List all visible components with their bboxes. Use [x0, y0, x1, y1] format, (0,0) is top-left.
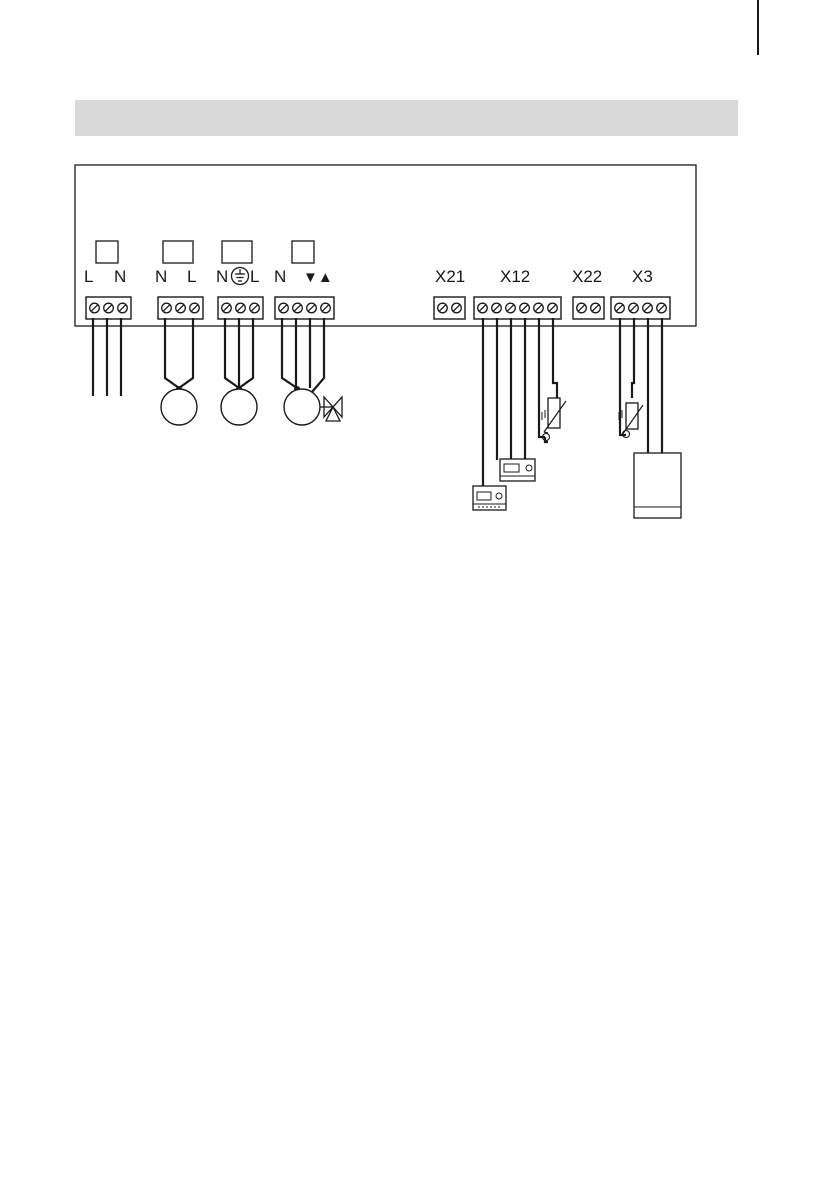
x12-label: X12 [500, 267, 530, 286]
x12-sensor-return-wire [545, 437, 548, 442]
outdoor-device-box [634, 453, 681, 518]
pump2-n-label: N [216, 267, 228, 286]
x3-label: X3 [632, 267, 653, 286]
pump1-l-label: L [187, 267, 196, 286]
terminal-block-x22 [573, 297, 604, 319]
mains-supply-wires [93, 318, 121, 396]
x3-wires [620, 318, 662, 453]
temperature-sensor-icon-x3 [619, 403, 643, 438]
terminal-block-x21 [434, 297, 465, 319]
pump-2-symbol [221, 389, 257, 425]
terminal-block-x12 [474, 297, 561, 319]
room-control-unit-2 [500, 459, 535, 481]
terminal-block-pump-1 [158, 297, 203, 319]
pump-1-symbol [161, 389, 197, 425]
valve-n-label: N [274, 267, 286, 286]
room-control-unit-1 [473, 486, 506, 510]
pump2-l-label: L [250, 267, 259, 286]
x22-label: X22 [572, 267, 602, 286]
pump-2-wires [225, 318, 253, 388]
temperature-sensor-icon-x12 [542, 398, 566, 441]
mains-l-label: L [84, 267, 93, 286]
valve-direction-label: ▼▲ [303, 269, 333, 286]
x21-label: X21 [435, 267, 465, 286]
terminal-block-mains [86, 297, 131, 319]
mains-n-label: N [114, 267, 126, 286]
terminal-block-x3 [611, 297, 670, 319]
valve-wires [282, 318, 324, 392]
valve-motor-symbol [284, 389, 320, 425]
pump-1-wires [165, 318, 193, 388]
header-band [75, 100, 738, 136]
terminal-block-pump-2 [218, 297, 263, 319]
pump1-n-label: N [155, 267, 167, 286]
three-way-valve-icon [320, 397, 342, 421]
terminal-block-valve [275, 297, 334, 319]
